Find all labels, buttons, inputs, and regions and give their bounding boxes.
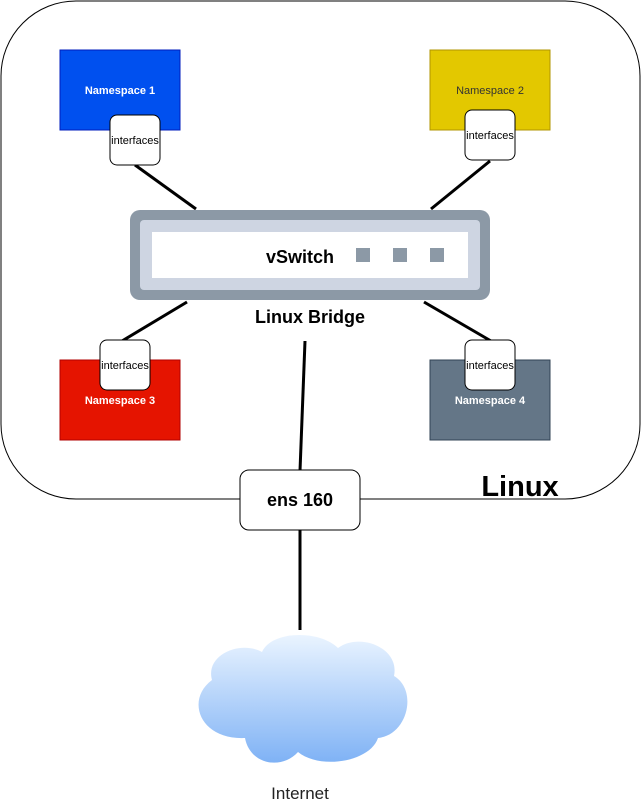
internet-cloud-icon: [198, 634, 408, 763]
vswitch-port-1: [356, 248, 370, 262]
link-ns2-switch: [430, 159, 491, 211]
vswitch-label: vSwitch: [266, 247, 334, 267]
link-ns1-switch: [134, 163, 197, 211]
namespace-3-label: Namespace 3: [85, 395, 155, 407]
namespace-4-interface-label: interfaces: [466, 360, 514, 372]
uplink-interface-box: [239, 469, 361, 531]
internet-label: Internet: [271, 784, 329, 803]
namespace-4-interface: [464, 339, 516, 391]
uplink-interface-label: ens 160: [267, 490, 333, 510]
link-ns3-switch: [121, 300, 188, 343]
vswitch-panel: [152, 232, 468, 278]
namespace-3-interface: [99, 339, 151, 391]
vswitch-port-3: [430, 248, 444, 262]
link-bridge-uplink: [298, 340, 307, 472]
namespace-1-interface-label: interfaces: [111, 135, 159, 147]
namespace-4-label: Namespace 4: [455, 395, 526, 407]
namespace-2-interface: [464, 109, 516, 161]
vswitch: vSwitch: [130, 210, 490, 300]
namespace-3-interface-label: interfaces: [101, 360, 149, 372]
namespace-1-label: Namespace 1: [85, 85, 155, 97]
linux-bridge-label: Linux Bridge: [255, 307, 365, 327]
namespace-2-label: Namespace 2: [456, 85, 524, 97]
namespace-1-interface: [109, 114, 161, 166]
link-ns4-switch: [423, 300, 492, 343]
namespace-2-interface-label: interfaces: [466, 130, 514, 142]
vswitch-port-2: [393, 248, 407, 262]
linux-host-label: Linux: [481, 471, 558, 503]
